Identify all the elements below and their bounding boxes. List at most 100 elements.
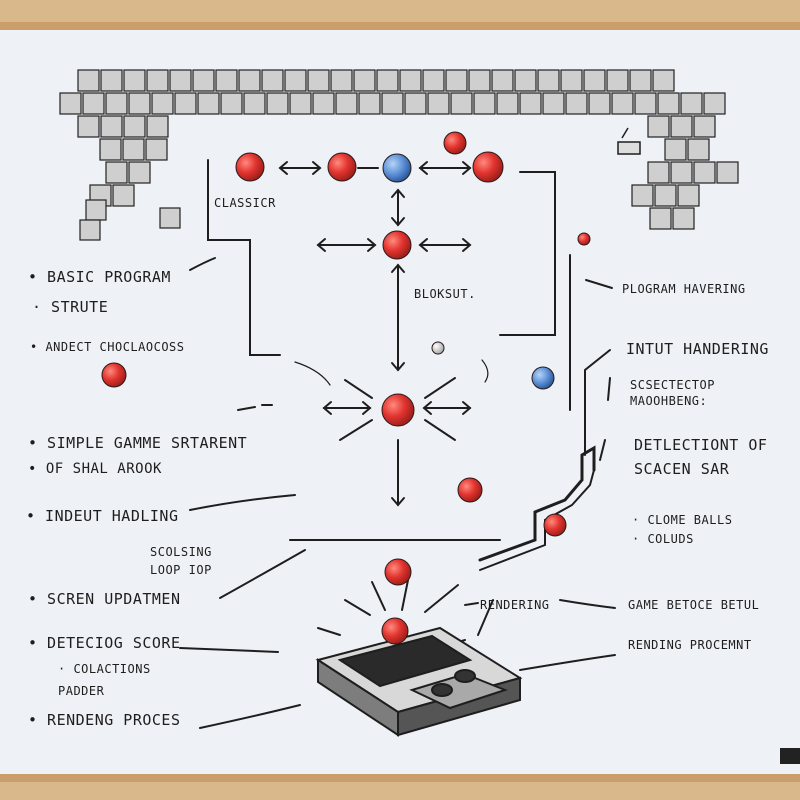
brick-block [672, 207, 695, 230]
brick-block [473, 92, 496, 115]
brick-block [358, 92, 381, 115]
brick-block [606, 69, 629, 92]
brick-block [381, 92, 404, 115]
red-ball [381, 617, 409, 645]
brick-block [59, 92, 82, 115]
label-clome-balls: · CLOME BALLS [632, 513, 733, 527]
label-classicr: CLASSICR [214, 196, 276, 210]
console-device [315, 626, 523, 737]
label-detlectiont: DETLECTIONT OF [634, 436, 768, 454]
arrowhead [278, 161, 288, 175]
brick-block [703, 92, 726, 115]
label-maoohbeng: MAOOHBENG: [630, 394, 708, 408]
brick-block [105, 161, 128, 184]
label-padder: PADDER [58, 684, 105, 698]
brick-band [59, 69, 739, 230]
connectors [179, 159, 616, 729]
brick-block [542, 92, 565, 115]
brick-block [105, 92, 128, 115]
brick-block [238, 69, 261, 92]
label-rendering: RENDERING [480, 598, 550, 612]
label-loop: LOOP IOP [150, 563, 212, 577]
red-ball [577, 232, 591, 246]
brick-block [670, 161, 693, 184]
brick-block [128, 92, 151, 115]
grey-ball [431, 341, 445, 355]
red-ball [443, 131, 467, 155]
label-bloksut: BLOKSUT. [414, 287, 476, 301]
brick-block [496, 92, 519, 115]
brick-block [122, 138, 145, 161]
label-rending-procemnt: RENDING PROCEMNT [628, 638, 752, 652]
bracket-line-left [207, 159, 281, 356]
brick-block [629, 69, 652, 92]
brick-block [77, 115, 100, 138]
red-ball [382, 230, 412, 260]
brick-block [647, 115, 670, 138]
brick-block [261, 69, 284, 92]
brick-block [427, 92, 450, 115]
brick-block [146, 115, 169, 138]
red-ball [327, 152, 357, 182]
label-indeut-hadling: • INDEUT HADLING [26, 507, 179, 525]
brick-block [82, 92, 105, 115]
brick-block [284, 69, 307, 92]
brick-block [422, 69, 445, 92]
brick-block [652, 69, 675, 92]
label-colactions: · COLACTIONS [58, 662, 151, 676]
brick-block [335, 92, 358, 115]
brick-block [404, 92, 427, 115]
label-game-betoce: GAME BETOCE BETUL [628, 598, 760, 612]
brick-block [399, 69, 422, 92]
bracket-line-right [499, 171, 556, 336]
brick-block [192, 69, 215, 92]
blue-ball [531, 366, 555, 390]
brick-block [215, 69, 238, 92]
brick-block [123, 115, 146, 138]
marker [780, 748, 800, 764]
label-scsectector: SCSECTECTOP [630, 378, 715, 392]
brick-block [145, 138, 168, 161]
red-ball [381, 393, 415, 427]
label-shal-arook: • OF SHAL AROOK [28, 461, 162, 477]
brick-block [353, 69, 376, 92]
brick-block [243, 92, 266, 115]
brick-block [100, 69, 123, 92]
brick-block [611, 92, 634, 115]
label-andect: • ANDECT CHOCLAOCOSS [30, 340, 185, 354]
brick-block [588, 92, 611, 115]
brick-block [583, 69, 606, 92]
label-scolsing: SCOLSING [150, 545, 212, 559]
brick-block [77, 69, 100, 92]
brick-block [491, 69, 514, 92]
brick-block [99, 138, 122, 161]
brick-block [169, 69, 192, 92]
brick-block [112, 184, 135, 207]
brick-block [647, 161, 670, 184]
brick-block [445, 69, 468, 92]
brick-block [128, 161, 151, 184]
brick-block [634, 92, 657, 115]
balls [101, 131, 591, 645]
brick-block [560, 69, 583, 92]
brick-block [468, 69, 491, 92]
brick-block [657, 92, 680, 115]
brick-block [519, 92, 542, 115]
brick-block [716, 161, 739, 184]
brick-block [565, 92, 588, 115]
red-ball [235, 152, 265, 182]
brick-block [307, 69, 330, 92]
red-ball [101, 362, 127, 388]
zigzag-line [584, 349, 611, 456]
label-detecing-score: • DETECIOG SCORE [28, 634, 181, 652]
brick-block [537, 69, 560, 92]
brick-block [693, 115, 716, 138]
label-rendeng-proces: • RENDENG PROCES [28, 711, 181, 729]
brick-block [197, 92, 220, 115]
brick-block [654, 184, 677, 207]
brick-block [680, 92, 703, 115]
brick-block [450, 92, 473, 115]
brick-block [514, 69, 537, 92]
label-intut-handering: INTUT HANDERING [626, 340, 769, 358]
